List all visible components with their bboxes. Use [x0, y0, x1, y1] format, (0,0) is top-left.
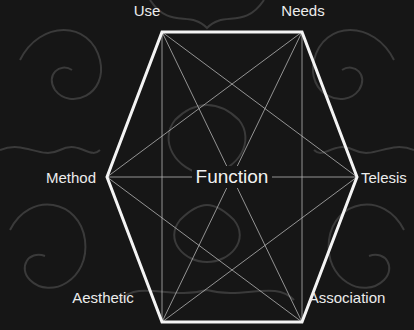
cross-line — [107, 32, 302, 177]
vertex-label: Method — [46, 169, 96, 186]
ornament-medallion — [174, 205, 240, 262]
cross-lines — [107, 32, 357, 322]
ornament-crown — [150, 0, 264, 28]
cross-line — [107, 177, 302, 322]
ornament-wave — [120, 290, 294, 300]
cross-line — [162, 32, 357, 177]
ornament-curl — [10, 205, 85, 288]
vertex-label: Use — [134, 2, 161, 19]
ornament-curl — [20, 30, 101, 99]
vertex-label: Association — [309, 289, 386, 306]
thai-ornament — [0, 0, 414, 300]
vertex-label: Needs — [281, 2, 324, 19]
ornament-wave — [0, 147, 100, 153]
ornament-wave — [314, 147, 414, 153]
node-title: Function — [192, 166, 273, 188]
ornament-curl — [329, 205, 404, 288]
hexagon-border — [107, 32, 357, 322]
ornament-medallion — [169, 105, 246, 175]
vertex-label: Aesthetic — [72, 289, 134, 306]
hexagon-node: Function — [107, 32, 357, 322]
vertex-label: Telesis — [361, 169, 407, 186]
